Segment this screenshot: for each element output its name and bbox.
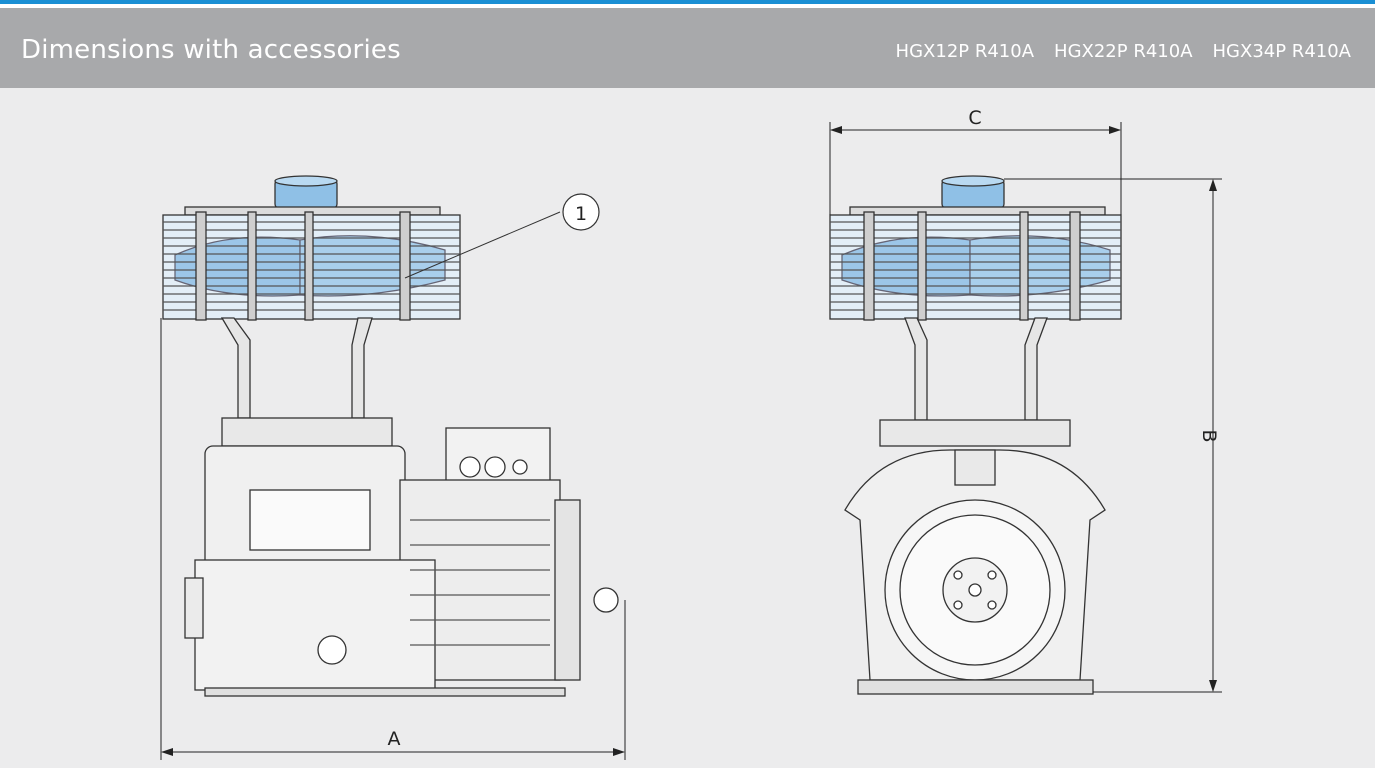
head-plate	[879, 419, 1071, 447]
fan-brackets	[220, 317, 373, 419]
page-title: Dimensions with accessories	[21, 35, 401, 65]
model-list: HGX12P R410A HGX22P R410A HGX34P R410A	[896, 41, 1351, 62]
dimension-c	[829, 122, 1122, 215]
bottom-border	[0, 768, 1375, 773]
dimension-b	[1004, 178, 1222, 693]
fan-motor-hub	[274, 175, 338, 209]
dimension-b-label: B	[1198, 429, 1220, 442]
dimension-a	[160, 318, 626, 760]
fan-motor-hub	[941, 175, 1005, 209]
header-bar: Dimensions with accessories HGX12P R410A…	[0, 8, 1375, 88]
fan-brackets	[904, 317, 1048, 421]
callout-number: 1	[575, 203, 587, 225]
dimension-a-label: A	[388, 728, 401, 750]
compressor-body	[184, 445, 619, 697]
model-label: HGX34P R410A	[1212, 41, 1351, 62]
top-accent-line	[0, 0, 1375, 4]
model-label: HGX12P R410A	[895, 41, 1035, 62]
fan-guard	[162, 206, 461, 321]
front-view-compressor	[829, 175, 1122, 695]
callout-1: 1	[404, 193, 600, 279]
fan-guard	[829, 206, 1122, 321]
model-label: HGX22P R410A	[1054, 41, 1193, 62]
side-view-compressor	[162, 175, 619, 697]
head-plate	[221, 417, 393, 447]
compressor-body	[844, 449, 1106, 695]
dimension-c-label: C	[968, 107, 981, 129]
